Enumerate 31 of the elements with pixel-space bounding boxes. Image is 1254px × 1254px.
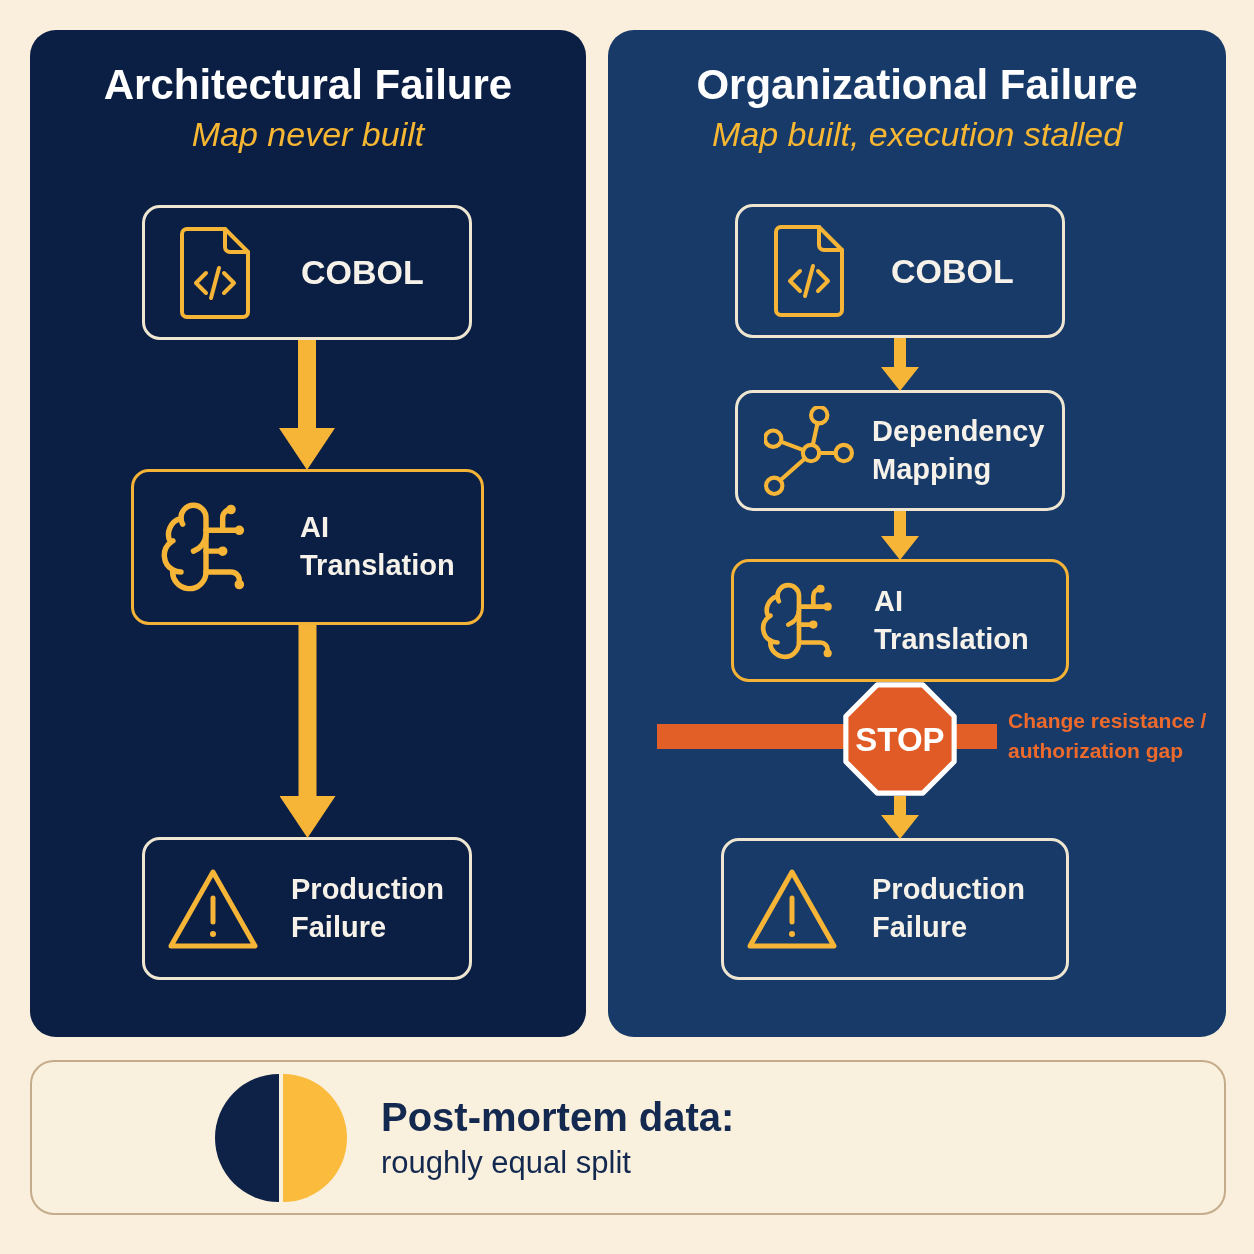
- process-box: [142, 205, 472, 340]
- summary-panel: [30, 1060, 1226, 1215]
- process-box: [731, 559, 1069, 682]
- process-box: [721, 838, 1069, 980]
- panel: [608, 30, 1226, 1037]
- process-box: [735, 390, 1065, 511]
- panel: [30, 30, 586, 1037]
- arrow: [881, 338, 919, 391]
- stop-sign: [843, 682, 957, 796]
- arrow: [881, 796, 919, 839]
- box-label: Production Failure: [872, 872, 1027, 945]
- box-label: AI Translation: [874, 583, 1030, 657]
- panel-subtitle: Map never built: [191, 114, 425, 156]
- summary-text: roughly equal split: [381, 1143, 632, 1182]
- barrier-note: Change resistance / authorization gap: [1008, 708, 1208, 765]
- arrow: [279, 625, 336, 838]
- panel-title: Organizational Failure: [696, 60, 1138, 110]
- arrow: [279, 340, 335, 470]
- box-label: COBOL: [891, 250, 1014, 292]
- process-box: [131, 469, 484, 625]
- box-label: AI Translation: [300, 510, 456, 583]
- process-box: [735, 204, 1065, 338]
- sign-text: STOP: [855, 722, 945, 756]
- arrow: [881, 511, 919, 560]
- panel-subtitle: Map built, execution stalled: [711, 114, 1123, 156]
- box-label: Dependency Mapping: [872, 413, 1046, 487]
- box-label: Production Failure: [291, 871, 446, 945]
- box-label: COBOL: [301, 252, 424, 294]
- summary-heading: Post-mortem data:: [381, 1093, 735, 1141]
- process-box: [142, 837, 472, 980]
- panel-title: Architectural Failure: [103, 60, 513, 110]
